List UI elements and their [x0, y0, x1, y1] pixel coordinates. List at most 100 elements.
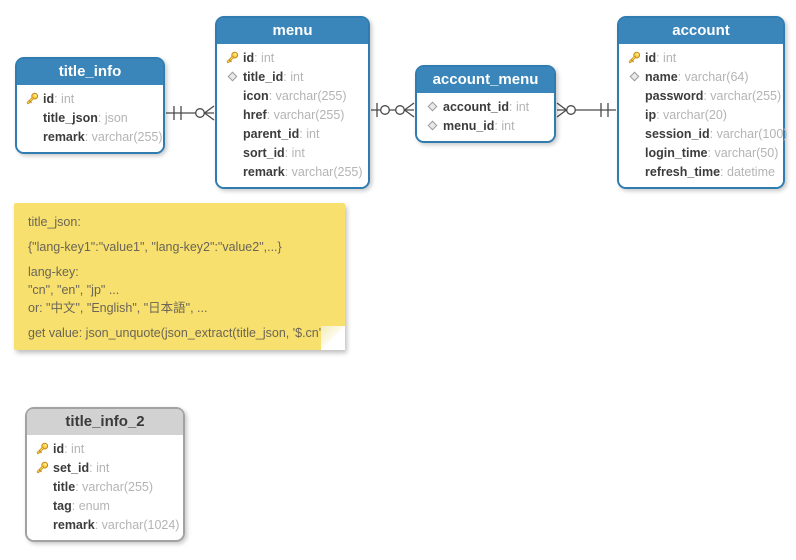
note-fold-corner-icon [321, 326, 345, 350]
table-field-row[interactable]: remark : varchar(255) [21, 127, 163, 146]
table-title: account [672, 22, 730, 39]
table-field-row[interactable]: title_json : json [21, 108, 157, 127]
er-table-title_info[interactable]: title_info id : int title_json : json re… [15, 57, 165, 154]
field-type: : enum [71, 498, 110, 513]
field-name: parent_id [243, 126, 300, 141]
field-type: : int [509, 99, 530, 114]
table-title: title_info_2 [65, 413, 145, 430]
note-line: or: "中文", "English", "日本語", ... [28, 301, 208, 315]
field-type: : varchar(255) [75, 479, 154, 494]
field-type: : varchar(255) [268, 88, 347, 103]
field-name: sort_id [243, 145, 285, 160]
field-name: title_id [243, 69, 284, 84]
table-field-row[interactable]: login_time : varchar(50) [623, 143, 778, 162]
table-body: id : int name : varchar(64) password : v… [619, 44, 787, 187]
table-title: menu [272, 22, 313, 39]
table-body: id : int set_id : int title : varchar(25… [27, 435, 183, 540]
table-field-row[interactable]: tag : enum [31, 496, 177, 515]
note-line: "cn", "en", "jp" ... [28, 283, 120, 297]
field-name: id [43, 91, 55, 106]
field-type: : varchar(255) [284, 164, 363, 179]
field-type: : int [656, 50, 677, 65]
table-field-row[interactable]: sort_id : int [221, 143, 362, 162]
er-table-account[interactable]: account id : int name : varchar(64) pass… [617, 16, 787, 189]
table-field-row[interactable]: name : varchar(64) [623, 67, 777, 86]
field-type: : int [89, 460, 110, 475]
foreign-key-icon [623, 71, 645, 82]
field-name: ip [645, 107, 657, 122]
table-body: account_id : int menu_id : int [417, 93, 554, 141]
field-type: : varchar(20) [656, 107, 727, 122]
note-text-block: title_json:{"lang-key1":"value1", "lang-… [28, 214, 331, 342]
table-field-row[interactable]: password : varchar(255) [623, 86, 781, 105]
field-name: title [53, 479, 76, 494]
table-field-row[interactable]: refresh_time : datetime [623, 162, 777, 181]
primary-key-icon [221, 51, 243, 64]
table-field-row[interactable]: session_id : varchar(100) [623, 124, 787, 143]
field-type: : json [97, 110, 128, 125]
note-line: lang-key: [28, 265, 79, 279]
foreign-key-icon [421, 101, 443, 112]
table-field-row[interactable]: remark : varchar(255) [221, 162, 363, 181]
note-line: {"lang-key1":"value1", "lang-key2":"valu… [28, 240, 282, 254]
field-name: session_id [645, 126, 710, 141]
table-field-row[interactable]: title_id : int [221, 67, 362, 86]
field-name: id [53, 441, 65, 456]
table-field-row[interactable]: menu_id : int [421, 116, 548, 135]
table-header[interactable]: account [619, 18, 783, 44]
table-header[interactable]: title_info [17, 59, 163, 85]
field-name: title_json [43, 110, 98, 125]
table-body: id : int title_id : int icon : varchar(2… [217, 44, 368, 187]
table-header[interactable]: account_menu [417, 67, 554, 93]
er-table-account_menu[interactable]: account_menu account_id : int menu_id : … [415, 65, 556, 143]
table-field-row[interactable]: ip : varchar(20) [623, 105, 777, 124]
table-field-row[interactable]: remark : varchar(1024) [31, 515, 179, 534]
field-type: : varchar(64) [677, 69, 749, 84]
field-type: : int [254, 50, 275, 65]
field-type: : int [299, 126, 320, 141]
field-type: : int [64, 441, 85, 456]
field-name: account_id [443, 99, 509, 114]
foreign-key-icon [421, 120, 443, 131]
table-field-row[interactable]: account_id : int [421, 97, 548, 116]
table-header[interactable]: title_info_2 [27, 409, 183, 435]
er-table-title_info_2[interactable]: title_info_2 id : int set_id : int title… [25, 407, 185, 542]
sticky-note[interactable]: title_json:{"lang-key1":"value1", "lang-… [14, 203, 345, 350]
relationship-title_info-menu[interactable] [166, 105, 215, 121]
table-body: id : int title_json : json remark : varc… [17, 85, 163, 152]
table-field-row[interactable]: id : int [31, 439, 177, 458]
field-type: : varchar(255) [84, 129, 163, 144]
field-name: tag [53, 498, 72, 513]
table-field-row[interactable]: title : varchar(255) [31, 477, 177, 496]
table-field-row[interactable]: href : varchar(255) [221, 105, 362, 124]
field-type: : int [283, 69, 304, 84]
primary-key-icon [21, 92, 43, 105]
table-field-row[interactable]: id : int [623, 48, 777, 67]
relationship-menu-account_menu[interactable] [371, 102, 415, 118]
table-field-row[interactable]: parent_id : int [221, 124, 362, 143]
field-type: : varchar(255) [266, 107, 345, 122]
table-title: title_info [58, 63, 122, 80]
table-field-row[interactable]: set_id : int [31, 458, 177, 477]
field-type: : int [284, 145, 305, 160]
field-type: : varchar(255) [703, 88, 782, 103]
primary-key-icon [31, 442, 53, 455]
note-line: get value: json_unquote(json_extract(tit… [28, 326, 326, 340]
field-name: password [645, 88, 704, 103]
field-name: refresh_time [645, 164, 721, 179]
table-field-row[interactable]: id : int [21, 89, 157, 108]
table-field-row[interactable]: icon : varchar(255) [221, 86, 362, 105]
field-name: remark [243, 164, 285, 179]
field-name: login_time [645, 145, 708, 160]
er-table-menu[interactable]: menu id : int title_id : int icon : varc… [215, 16, 370, 189]
table-header[interactable]: menu [217, 18, 368, 44]
field-name: menu_id [443, 118, 495, 133]
relationship-account_menu-account[interactable] [556, 102, 616, 118]
table-field-row[interactable]: id : int [221, 48, 362, 67]
foreign-key-icon [221, 71, 243, 82]
field-name: remark [53, 517, 95, 532]
field-name: name [645, 69, 678, 84]
field-type: : int [54, 91, 75, 106]
table-title: account_menu [432, 71, 539, 88]
